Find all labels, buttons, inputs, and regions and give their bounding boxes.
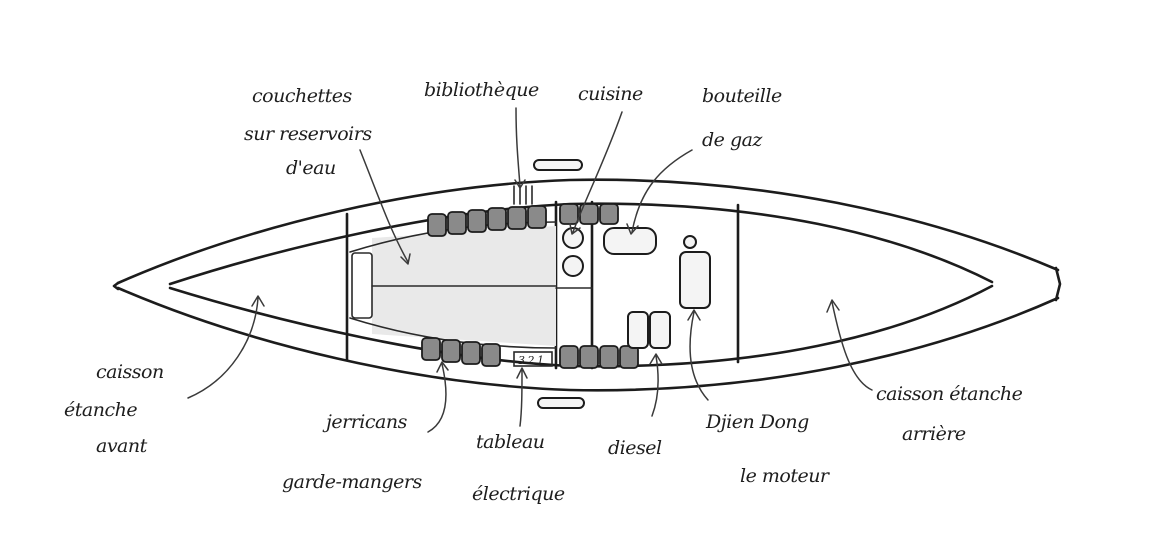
- water-tank-berths: [349, 221, 557, 349]
- arrow-moteur: [687, 309, 709, 401]
- label-jerricans-2: garde-mangers: [282, 471, 422, 493]
- label-tableau-1: tableau: [476, 431, 545, 453]
- electrical-panel: 3.2.1: [513, 351, 553, 367]
- label-cuisine: cuisine: [578, 83, 643, 105]
- label-couchettes-3: d'eau: [286, 157, 336, 179]
- panel-mark: 3.2.1: [518, 354, 544, 367]
- arrow-cuisine: [569, 111, 623, 235]
- stern-end: [1054, 266, 1062, 302]
- jerrican: [527, 205, 547, 229]
- arrow-caisson-avant: [187, 295, 265, 399]
- label-couchettes-1: couchettes: [252, 85, 352, 107]
- stove-burner: [562, 227, 584, 249]
- arrows: [187, 107, 873, 433]
- label-tableau-2: électrique: [472, 483, 565, 505]
- jerrican: [599, 203, 619, 225]
- hull-outer-top: [116, 178, 1060, 285]
- jerrican: [447, 211, 467, 235]
- diesel-tank: [649, 311, 671, 349]
- jerrican: [461, 341, 481, 365]
- label-bouteille-1: bouteille: [702, 85, 782, 107]
- engine-block: [679, 251, 711, 309]
- label-caisson-arriere-2: arrière: [902, 423, 966, 445]
- jerrican: [559, 203, 579, 225]
- arrow-couchettes: [359, 149, 411, 265]
- label-bibliotheque: bibliothèque: [424, 79, 539, 101]
- jerricans-bottom: [421, 337, 639, 369]
- label-moteur-1: Djien Dong: [705, 411, 809, 433]
- jerrican: [481, 343, 501, 367]
- jerrican: [427, 213, 447, 237]
- kitchen: [555, 227, 593, 289]
- library-books: [513, 185, 533, 205]
- arrow-diesel: [649, 353, 663, 417]
- engine: [679, 235, 711, 309]
- label-couchettes-2: sur reservoirs: [244, 123, 372, 145]
- hull-outer-bottom: [116, 286, 1060, 392]
- jerrican: [421, 337, 441, 361]
- jerrican: [467, 209, 487, 233]
- label-jerricans-1: jerricans: [322, 411, 408, 433]
- stove-burner: [562, 255, 584, 277]
- gas-bottle: [603, 227, 657, 255]
- hatch-top: [533, 159, 583, 171]
- berth-end: [351, 252, 373, 319]
- label-caisson-avant-3: avant: [96, 435, 148, 457]
- label-caisson-arriere-1: caisson étanche: [876, 383, 1023, 405]
- labels: couchettes sur reservoirs d'eau biblioth…: [64, 79, 1023, 505]
- arrow-tableau: [516, 367, 528, 427]
- jerrican: [441, 339, 461, 363]
- arrow-bibliotheque: [514, 107, 526, 189]
- bow-tip: [112, 281, 120, 291]
- panel-box: [513, 351, 553, 367]
- jerricans-top: [427, 203, 619, 237]
- jerrican: [599, 345, 619, 369]
- label-caisson-avant-1: caisson: [96, 361, 164, 383]
- label-caisson-avant-2: étanche: [64, 399, 137, 421]
- arrow-caisson-arriere: [826, 299, 873, 391]
- label-moteur-2: le moteur: [740, 465, 831, 487]
- arrow-bouteille: [626, 149, 693, 235]
- diesel-tank: [627, 311, 649, 349]
- hatches: [533, 159, 585, 409]
- jerrican: [579, 345, 599, 369]
- arrow-jerricans: [427, 361, 449, 433]
- jerrican: [619, 345, 639, 369]
- jerrican: [507, 206, 527, 230]
- label-bouteille-2: de gaz: [702, 129, 763, 151]
- engine-filter: [683, 235, 697, 249]
- jerrican: [487, 207, 507, 231]
- hatch-bottom: [537, 397, 585, 409]
- diesel-tanks: [627, 311, 671, 349]
- label-diesel: diesel: [608, 437, 662, 459]
- jerrican: [559, 345, 579, 369]
